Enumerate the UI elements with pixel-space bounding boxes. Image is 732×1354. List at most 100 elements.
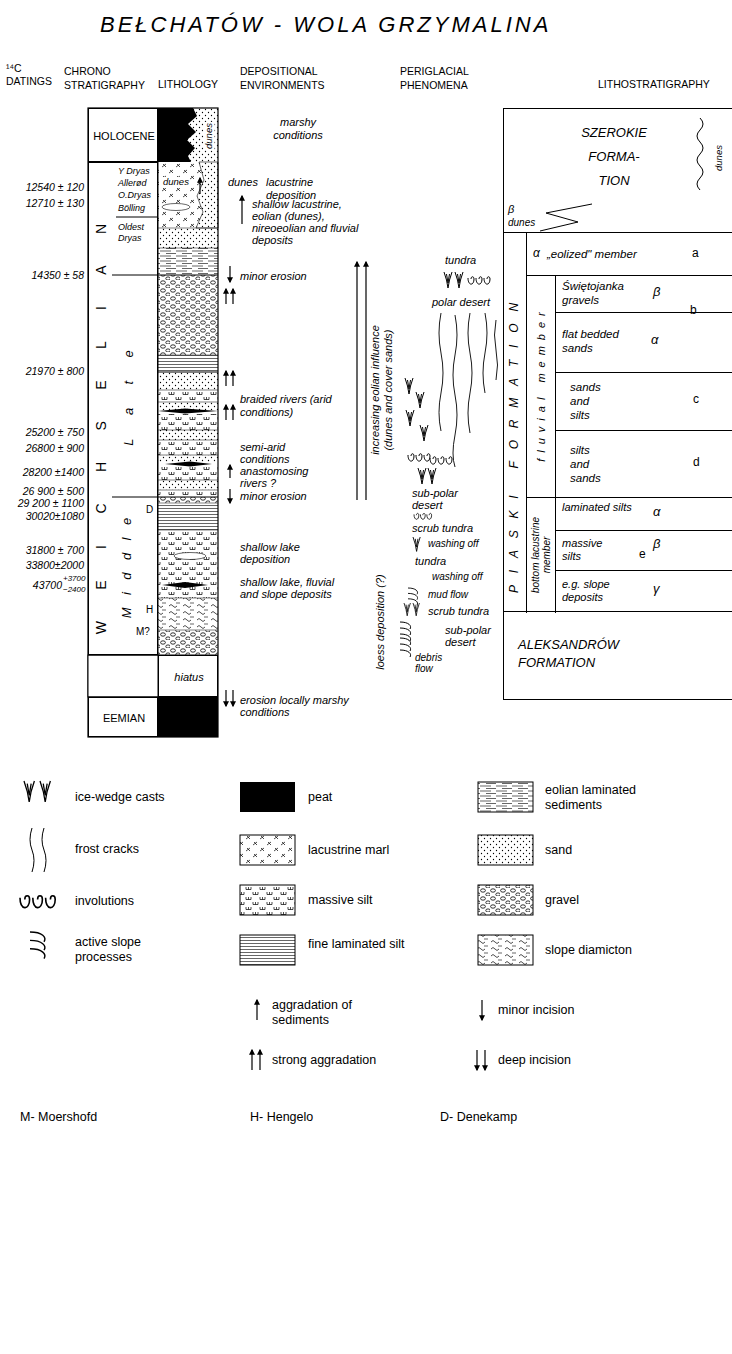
environment-note: semi-arid conditions xyxy=(240,441,315,465)
periglacial-symbols xyxy=(400,272,498,657)
environment-trend: increasing eolian influence (dunes and c… xyxy=(369,308,395,473)
environment-note: lacustrine deposition xyxy=(266,176,336,201)
legend-text: peat xyxy=(308,790,332,805)
member-band-text: α xyxy=(533,247,540,261)
lithology-column xyxy=(158,108,218,737)
interstadial-letter: D xyxy=(146,504,153,516)
unit-band-text: e xyxy=(639,548,646,562)
lithology-column-part xyxy=(158,697,218,737)
unit-band-text: e.g. slope deposits xyxy=(562,578,634,604)
periglacial-symbols-part xyxy=(400,638,411,657)
abbreviation-key: H- Hengelo xyxy=(250,1110,313,1124)
legend-text: strong aggradation xyxy=(272,1053,376,1068)
periglacial-symbols-part xyxy=(406,410,414,426)
aggradation-arrows-part xyxy=(225,690,226,706)
legend-samples-part-part xyxy=(251,1050,252,1070)
periglacial-note: debris flow xyxy=(415,652,460,674)
legend-samples-part xyxy=(478,835,533,865)
lithology-column-part xyxy=(158,497,218,503)
legend-swatch xyxy=(240,782,295,812)
unit-band: e.g. slope deposits γ xyxy=(555,571,732,613)
periglacial-symbols-part xyxy=(413,603,419,616)
column-header: CHRONO STRATIGRAPHY xyxy=(64,64,154,92)
unit-band: massive siltseβ xyxy=(555,531,732,571)
lithology-column-part xyxy=(158,598,218,630)
member-band: bottom lacustrine memberlaminated siltsα… xyxy=(526,498,732,613)
lithology-column-part xyxy=(196,162,218,228)
unit-band-text: γ xyxy=(653,582,660,597)
lithostrat-note: dunes xyxy=(508,217,535,229)
radiocarbon-date: 30020±1080 xyxy=(26,510,84,522)
legend-samples-part xyxy=(30,828,46,872)
environment-trend: loess deposition (?) xyxy=(374,574,387,669)
unit-band-text: β xyxy=(653,537,660,552)
hiatus-box-text: hiatus xyxy=(174,671,203,684)
aggradation-arrows-part xyxy=(241,196,242,224)
legend-text: gravel xyxy=(545,893,579,908)
legend-samples-part xyxy=(240,835,295,865)
radiocarbon-date: 26 900 ± 500 xyxy=(23,485,84,497)
lithology-column-part xyxy=(158,372,218,390)
lithology-column-part xyxy=(165,462,212,467)
lithology-column-part xyxy=(162,582,208,588)
stage-column-text: WEICHSELIAN xyxy=(93,192,109,665)
lithostratigraphy-decor-part xyxy=(697,118,703,190)
lithology-column-part xyxy=(158,490,218,497)
column-header: LITHOLOGY xyxy=(158,78,218,90)
environment-note: anastomosing rivers ? xyxy=(240,465,320,489)
lithology-column-part xyxy=(158,275,218,355)
radiocarbon-date: 14350 ± 58 xyxy=(32,269,84,281)
legend-text: involutions xyxy=(75,894,134,909)
radiocarbon-date: 31800 ± 700 xyxy=(26,544,84,556)
lithology-column-part xyxy=(158,108,218,162)
legend-samples-part xyxy=(30,932,45,959)
lithology-column-part xyxy=(158,162,218,228)
formation-box-text: ALEKSANDRÓW FORMATION xyxy=(518,636,648,672)
lithostratigraphy-decor xyxy=(540,118,703,231)
unit-band-text: α xyxy=(653,505,660,520)
radiocarbon-date: 12710 ± 130 xyxy=(26,197,84,209)
legend-text: lacustrine marl xyxy=(308,843,389,858)
lithology-column-part xyxy=(158,409,218,414)
legend-text: eolian laminated sediments xyxy=(545,783,675,813)
environment-note: minor erosion xyxy=(240,270,307,283)
periglacial-symbols-part xyxy=(444,272,452,288)
periglacial-symbols-part xyxy=(468,277,490,284)
interstadial-letter: M? xyxy=(136,626,150,638)
periglacial-symbols-part xyxy=(455,272,463,288)
unit-band-text: sands and silts xyxy=(570,380,612,422)
periglacial-note: scrub tundra xyxy=(412,522,473,535)
aggradation-arrows-part xyxy=(356,262,357,500)
periglacial-note: polar desert xyxy=(432,296,490,309)
legend-text: sand xyxy=(545,843,572,858)
environment-note: marshy conditions xyxy=(258,116,338,141)
lithology-column-part xyxy=(158,228,218,630)
periglacial-symbols-part xyxy=(420,425,428,441)
legend-text: slope diamicton xyxy=(545,943,632,958)
environment-note: minor erosion xyxy=(240,490,307,503)
unit-band-text: d xyxy=(693,456,700,470)
substage-label: O.Dryas xyxy=(118,190,151,200)
member-band-text: bottom lacustrine member xyxy=(530,503,552,608)
lithology-column-part xyxy=(158,248,218,275)
legend-samples-part xyxy=(478,935,533,965)
periglacial-symbols-part xyxy=(418,468,426,484)
unit-band-text: silts and sands xyxy=(570,443,612,485)
legend-text: massive silt xyxy=(308,893,373,908)
unit-band-text: flat bedded sands xyxy=(562,327,634,355)
periglacial-symbols-part xyxy=(405,378,413,394)
member-band-text: „eolized" member xyxy=(547,248,637,261)
substage-label: Y Dryas xyxy=(118,166,150,176)
epoch-box: EEMIAN xyxy=(88,697,158,737)
legend-samples-part-part xyxy=(476,1050,477,1070)
aggradation-arrows-part xyxy=(225,371,226,386)
unit-band-text: c xyxy=(693,393,699,407)
aggradation-arrows-part xyxy=(365,262,366,500)
aggradation-arrows-part xyxy=(199,178,200,194)
legend-text: deep incision xyxy=(498,1053,571,1068)
legend-text: frost cracks xyxy=(75,842,139,857)
periglacial-symbols-part xyxy=(428,468,436,484)
lithology-column-part xyxy=(158,228,218,248)
hiatus-box: hiatus xyxy=(158,655,218,697)
